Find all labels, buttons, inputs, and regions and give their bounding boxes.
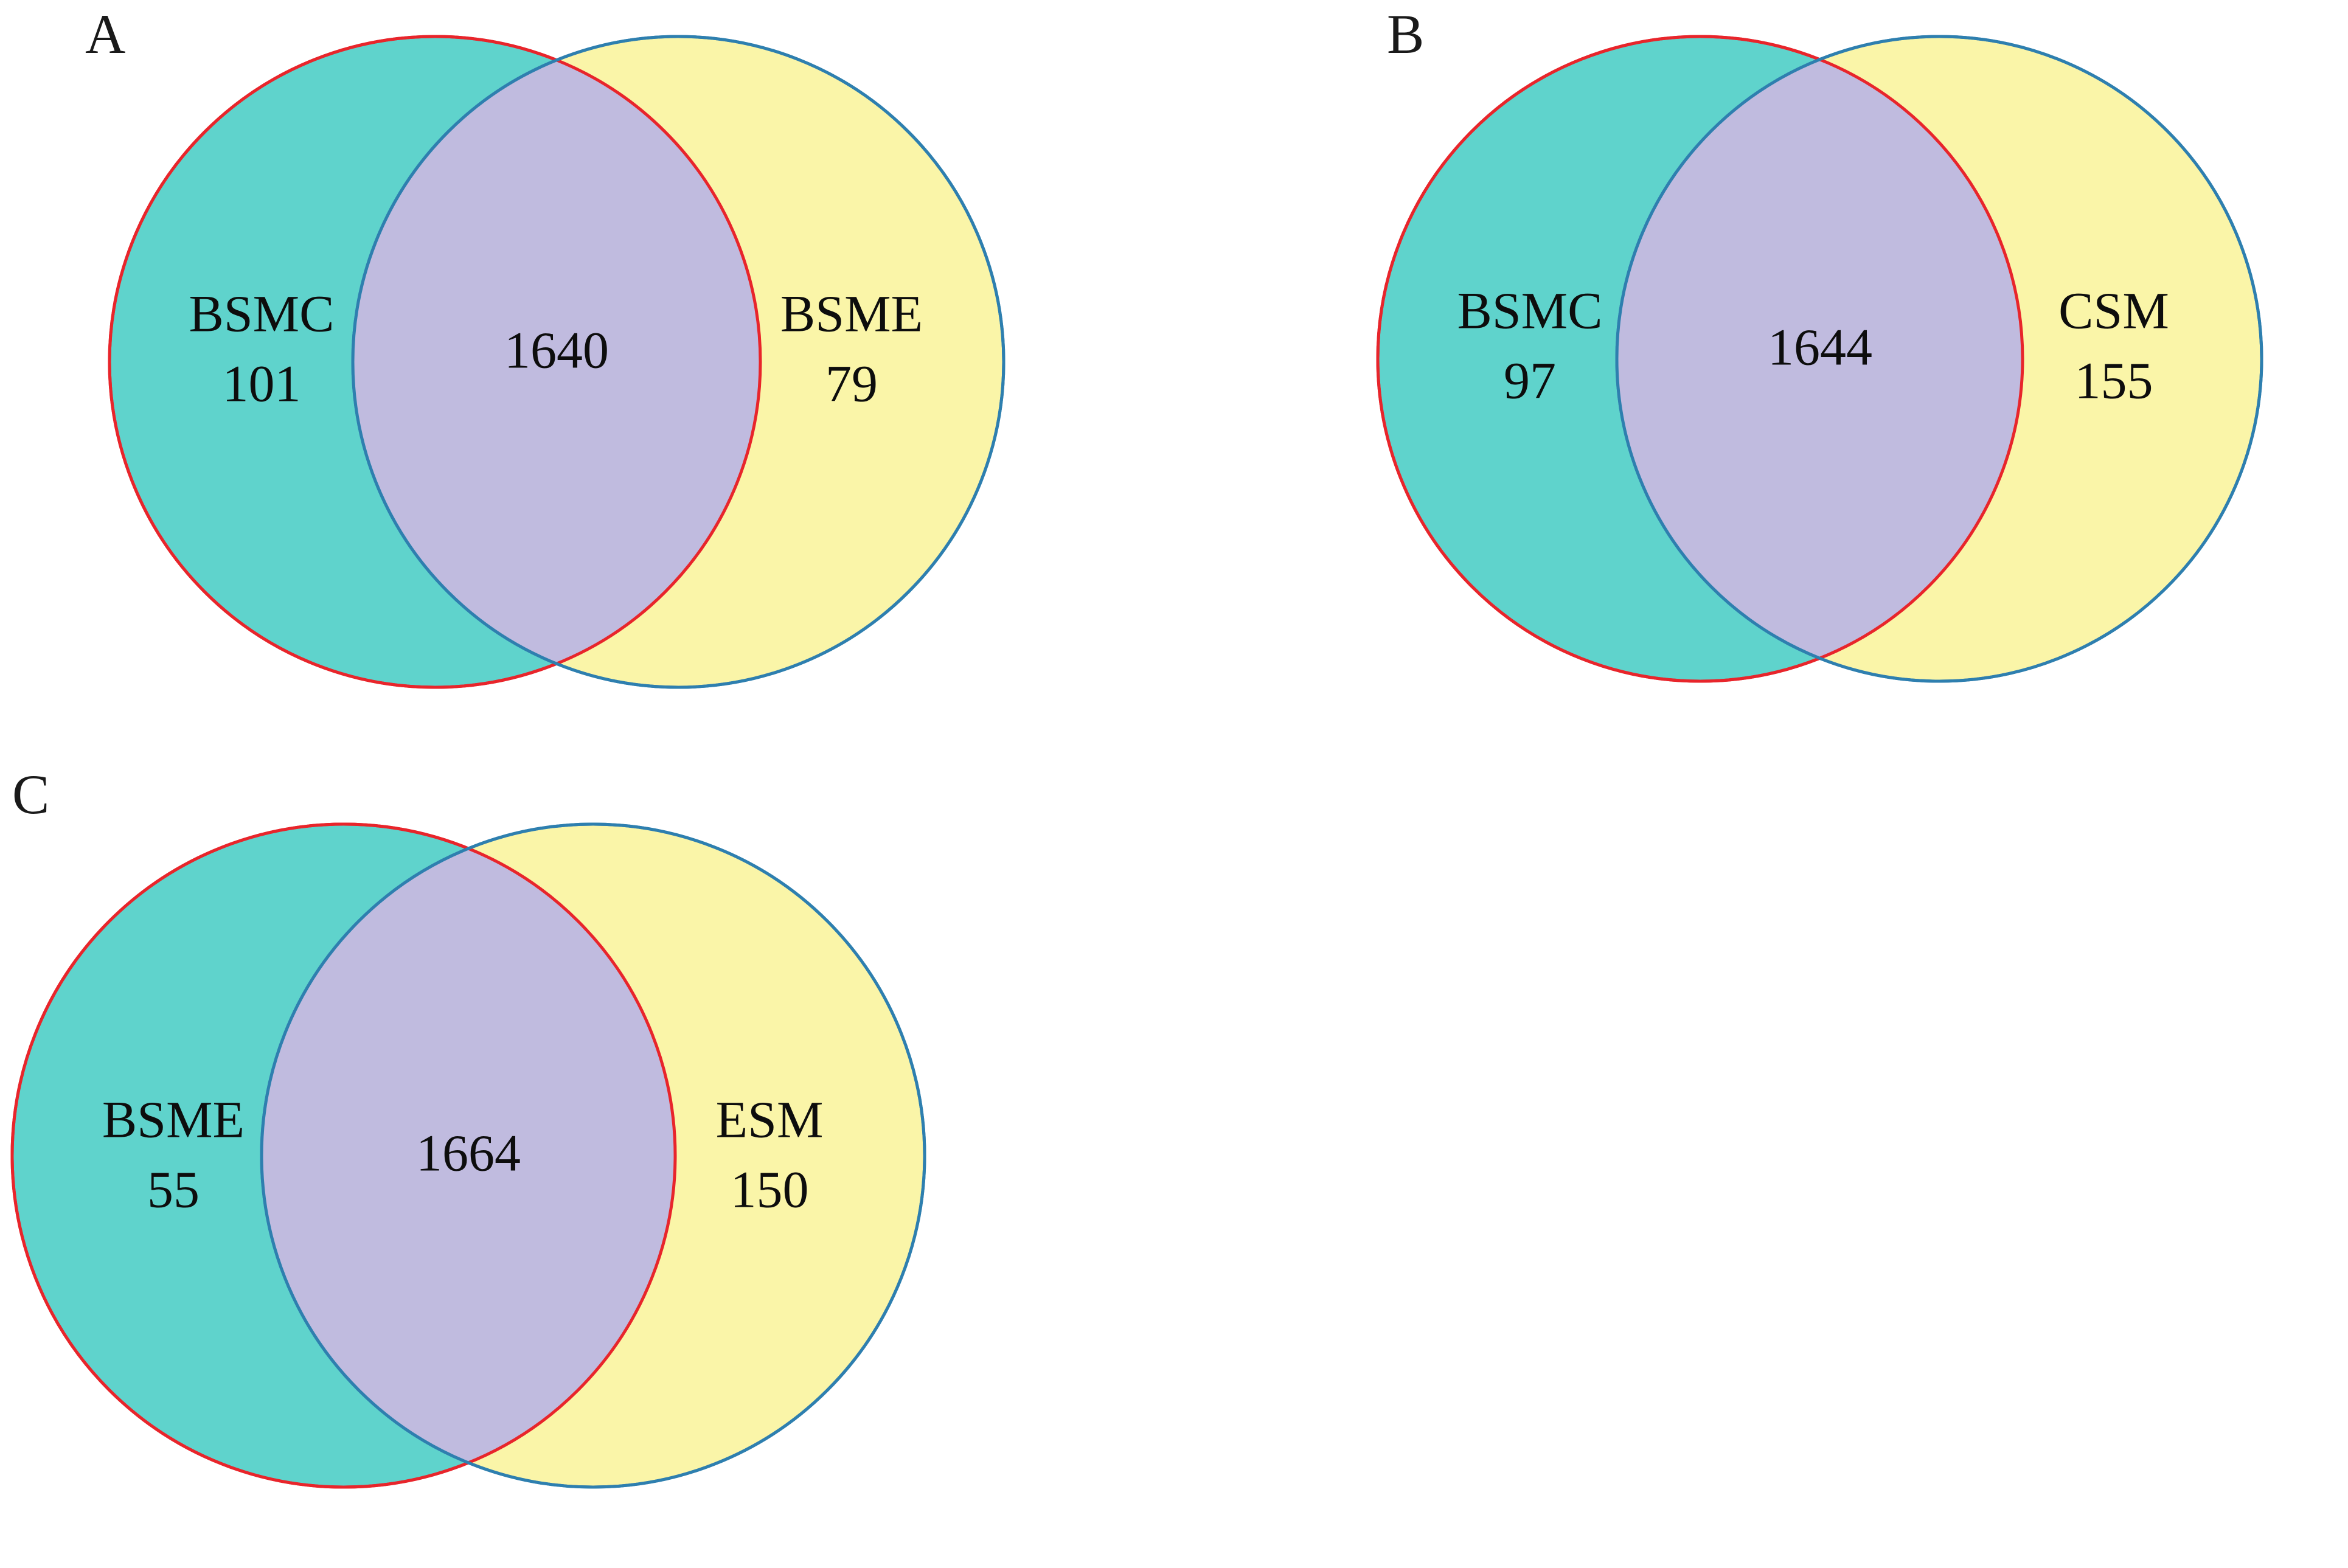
venn-circle-left-outline-a bbox=[108, 35, 762, 689]
venn-left-set-count-a: 101 bbox=[223, 355, 301, 413]
venn-intersection-count-b: 1644 bbox=[1768, 318, 1872, 376]
venn-intersection-count-a: 1640 bbox=[504, 321, 609, 380]
venn-intersection-count-c: 1664 bbox=[416, 1124, 521, 1182]
venn-right-set-name-c: ESM bbox=[716, 1091, 824, 1149]
venn-intersection-a[interactable] bbox=[353, 36, 1004, 687]
venn-intersection-c[interactable] bbox=[262, 824, 925, 1487]
panel-label-b: B bbox=[1387, 3, 1425, 65]
venn-left-set-count-c: 55 bbox=[147, 1160, 200, 1219]
venn-right-set-count-a: 79 bbox=[825, 355, 878, 413]
venn-right-set-name-b: CSM bbox=[2058, 282, 2169, 340]
venn-diagram-c: BSME 55 1664 ESM 150 bbox=[10, 822, 926, 1489]
venn-circle-right-outline-b bbox=[1615, 35, 2263, 683]
venn-diagram-a: BSMC 101 1640 BSME 79 bbox=[108, 35, 1006, 689]
venn-circle-right-outline-a bbox=[351, 35, 1006, 689]
venn-left-set-name-a: BSMC bbox=[189, 285, 334, 343]
venn-circle-right-outline-c bbox=[260, 822, 926, 1489]
panel-label-c: C bbox=[12, 763, 50, 825]
venn-diagram-b: BSMC 97 1644 CSM 155 bbox=[1376, 35, 2263, 683]
venn-circle-left-outline-c bbox=[10, 822, 677, 1489]
venn-right-set-count-c: 150 bbox=[731, 1160, 809, 1219]
venn-left-set-name-b: BSMC bbox=[1457, 282, 1602, 340]
venn-left-set-name-c: BSME bbox=[102, 1091, 245, 1149]
panel-label-a: A bbox=[85, 3, 126, 65]
venn-left-set-count-b: 97 bbox=[1504, 352, 1556, 410]
venn-panel-a: A BSMC 101 1640 BSME 79 bbox=[0, 0, 1095, 748]
venn-panel-b: B BSMC 97 1644 CSM 155 bbox=[1314, 0, 2348, 748]
venn-right-set-count-b: 155 bbox=[2075, 352, 2153, 410]
venn-panel-c: C BSME 55 1664 ESM 150 bbox=[0, 748, 1095, 1568]
venn-intersection-b[interactable] bbox=[1617, 36, 2262, 681]
venn-right-set-name-a: BSME bbox=[780, 285, 923, 343]
venn-circle-left-outline-b bbox=[1376, 35, 2024, 683]
